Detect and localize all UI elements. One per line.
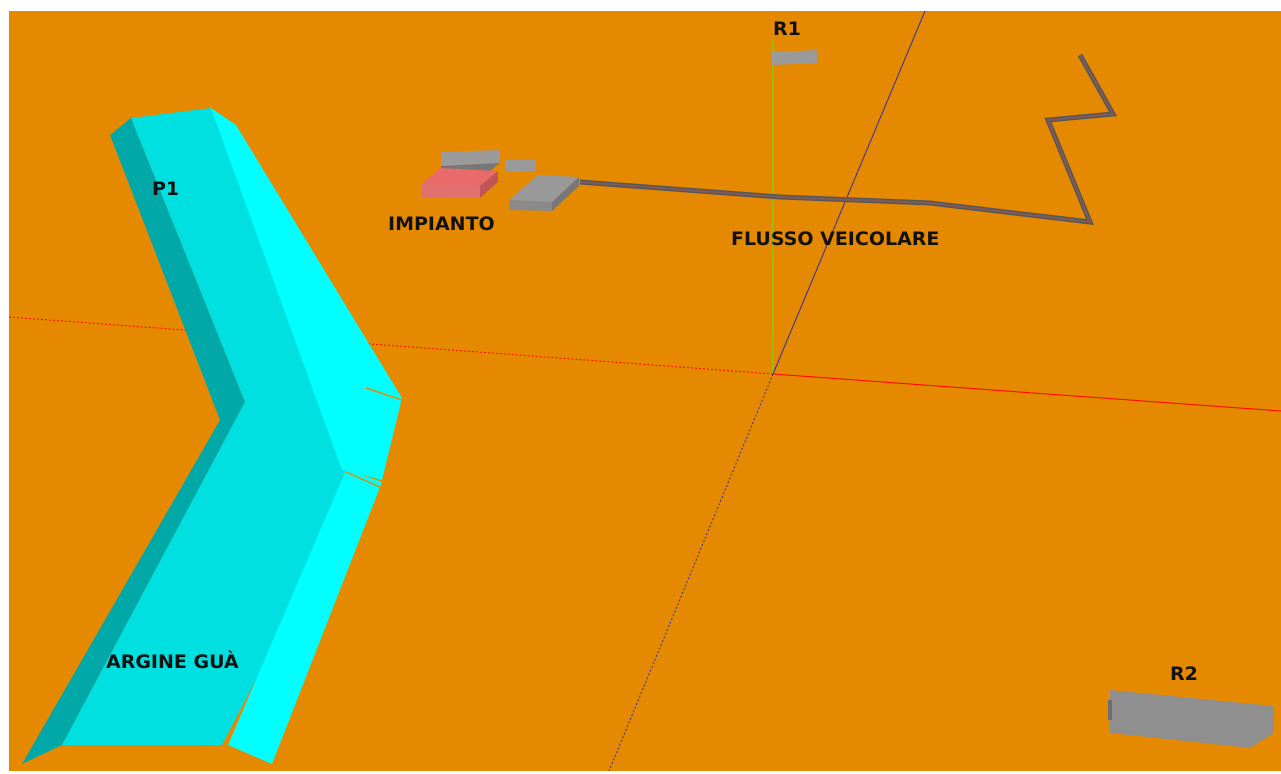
building-highlight-front xyxy=(422,184,480,198)
z-axis-line-dashed xyxy=(608,373,774,772)
building-blocks[interactable] xyxy=(422,150,579,211)
building-mini-top xyxy=(505,160,536,172)
embankment-inner-side-upper xyxy=(211,108,402,480)
road-path xyxy=(579,54,1116,224)
building-small-top xyxy=(441,150,500,166)
x-axis-line xyxy=(772,373,1281,412)
label-p1: P1 xyxy=(152,178,179,200)
building-highlight-top xyxy=(422,168,498,186)
receptor-r2-block xyxy=(1110,690,1274,748)
axis-lines xyxy=(8,10,1281,772)
label-r2: R2 xyxy=(1170,663,1198,685)
embankment-shape[interactable] xyxy=(22,108,403,764)
z-axis-line xyxy=(772,10,926,375)
building-large-top xyxy=(509,175,579,202)
embankment-inner-side-lower xyxy=(228,470,382,764)
building-highlight-side xyxy=(480,171,498,198)
road-polyline[interactable] xyxy=(579,53,1118,225)
receptor-r1-block xyxy=(772,50,817,65)
building-large-side xyxy=(552,177,579,211)
embankment-outer-side xyxy=(22,118,245,764)
embankment-seam xyxy=(365,387,403,401)
receptor-block[interactable] xyxy=(772,50,1274,748)
receptor-r2-edge xyxy=(1108,700,1112,720)
embankment-seam xyxy=(345,471,383,489)
label-argine-gua: ARGINE GUÀ xyxy=(106,650,239,673)
label-flusso-veicolare: FLUSSO VEICOLARE xyxy=(731,228,939,250)
label-impianto: IMPIANTO xyxy=(388,213,495,235)
label-r1: R1 xyxy=(773,18,801,40)
building-large-front xyxy=(509,200,552,211)
